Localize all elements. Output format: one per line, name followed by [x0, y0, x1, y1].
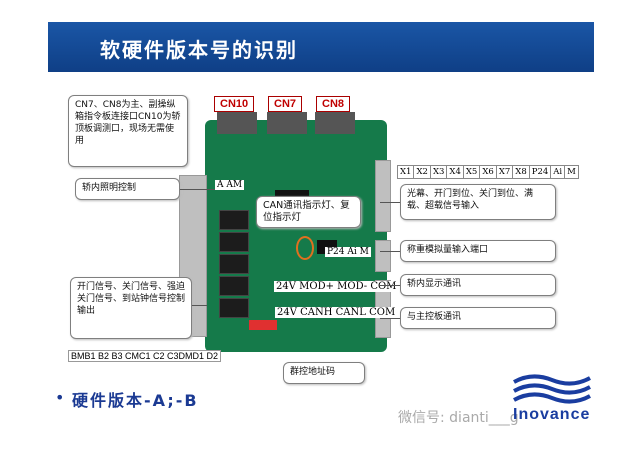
- pin-label: X7: [495, 165, 514, 179]
- callout-door-signals: 开门信号、关门信号、强迫关门信号、到站钟信号控制输出: [70, 277, 192, 339]
- pin-header: X1 X2 X3 X4 X5 X6 X7 X8 P24 Ai M: [397, 165, 579, 179]
- relay: [219, 298, 249, 318]
- relay: [219, 276, 249, 296]
- pin-label: X8: [512, 165, 530, 179]
- connector-cn10: [217, 112, 257, 134]
- pin-label: X2: [413, 165, 431, 179]
- leader-line: [180, 189, 215, 190]
- relay: [219, 254, 249, 274]
- title-bar: [48, 22, 594, 72]
- bullet-icon: •: [55, 388, 65, 407]
- logo-text: Inovance: [513, 406, 591, 423]
- page-title: 软硬件版本号的识别: [100, 38, 298, 62]
- leader-line: [380, 202, 400, 203]
- pin-label: X4: [446, 165, 464, 179]
- hardware-version: 硬件版本-A;-B: [72, 391, 199, 410]
- mod-label: 24V MOD+ MOD- COM: [274, 281, 399, 292]
- callout-car-lighting: 轿内照明控制: [75, 178, 180, 200]
- connector-cn8: [315, 112, 355, 134]
- pin-label: X3: [429, 165, 448, 179]
- cn10-label: CN10: [214, 96, 255, 112]
- cn8-label: CN8: [316, 96, 351, 112]
- leader-line: [380, 318, 400, 319]
- pin-label: X6: [479, 165, 497, 179]
- p24-label: P24 Ai M: [325, 247, 371, 257]
- connector-cn7: [267, 112, 307, 134]
- pin-label: X5: [462, 165, 481, 179]
- callout-door-inputs: 光幕、开门到位、关门到位、满载、超载信号输入: [400, 184, 556, 220]
- pin-label: M: [564, 165, 579, 179]
- leader-line: [192, 305, 207, 306]
- callout-car-display: 轿内显示通讯: [400, 274, 556, 296]
- terminal-block: [375, 240, 391, 272]
- callout-weighing: 称重模拟量输入端口: [400, 240, 556, 262]
- pin-label: X1: [397, 165, 415, 179]
- can-label: 24V CANH CANL COM: [275, 307, 398, 318]
- cn7-label: CN7: [268, 96, 303, 112]
- aam-label: A AM: [215, 180, 245, 190]
- callout-can-led: CAN通讯指示灯、复位指示灯: [256, 196, 361, 228]
- bottom-pin-labels: BMB1 B2 B3 CMC1 C2 C3DMD1 D2: [68, 350, 222, 362]
- leader-line: [380, 251, 400, 252]
- leader-line: [380, 285, 400, 286]
- callout-main-board: 与主控板通讯: [400, 307, 556, 329]
- terminal-block: [375, 160, 391, 232]
- inovance-logo-icon: [513, 374, 591, 404]
- callout-connectors: CN7、CN8为主、副操纵箱指令板连接口CN10为轿顶板调测口，现场无需使用: [68, 95, 188, 167]
- pin-label: Ai: [550, 165, 566, 179]
- pin-label: P24: [528, 165, 552, 179]
- watermark: 微信号: dianti___g: [398, 410, 519, 426]
- highlight-ellipse: [296, 236, 314, 260]
- dip-switch: [249, 320, 277, 330]
- callout-group-address: 群控地址码: [283, 362, 365, 384]
- relay: [219, 232, 249, 252]
- relay: [219, 210, 249, 230]
